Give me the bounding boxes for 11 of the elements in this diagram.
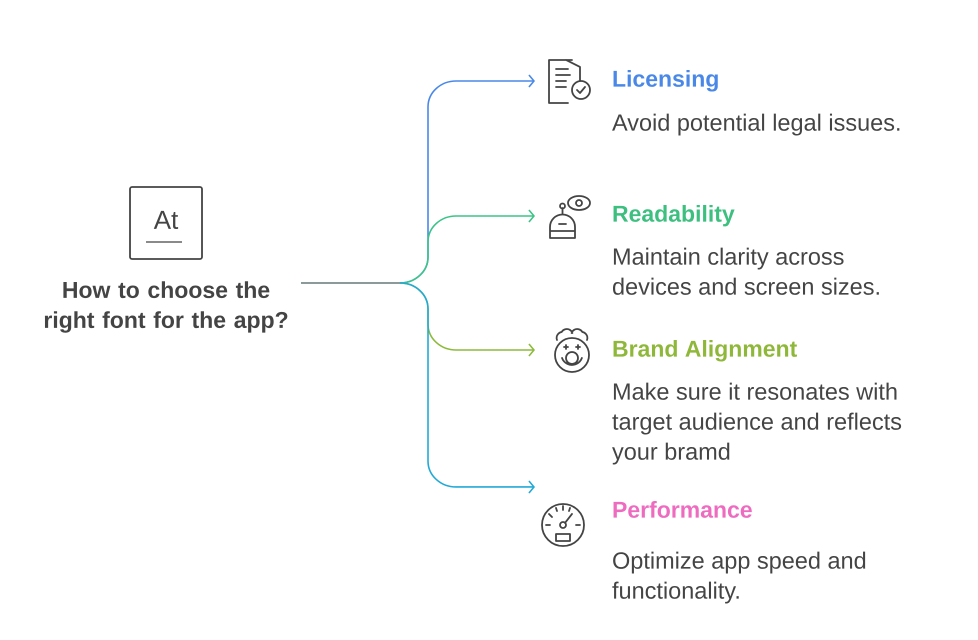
- description: Avoid potential legal issues.: [612, 114, 900, 136]
- heading: Brand Alignment: [614, 340, 797, 362]
- description: Optimize app speed and functionality.: [612, 552, 866, 604]
- heading: Readability: [614, 204, 735, 226]
- question-text: How to choose the right font for the app?: [44, 281, 288, 333]
- description: Maintain clarity across devices and screen sizes.: [613, 248, 879, 295]
- connector-line: [301, 282, 400, 284]
- heading: Performance: [614, 500, 752, 518]
- heading: Licensing: [614, 70, 718, 92]
- description: Make sure it resonates with target audience and reflects your bramd: [612, 382, 902, 465]
- icon-letters: At: [154, 210, 178, 230]
